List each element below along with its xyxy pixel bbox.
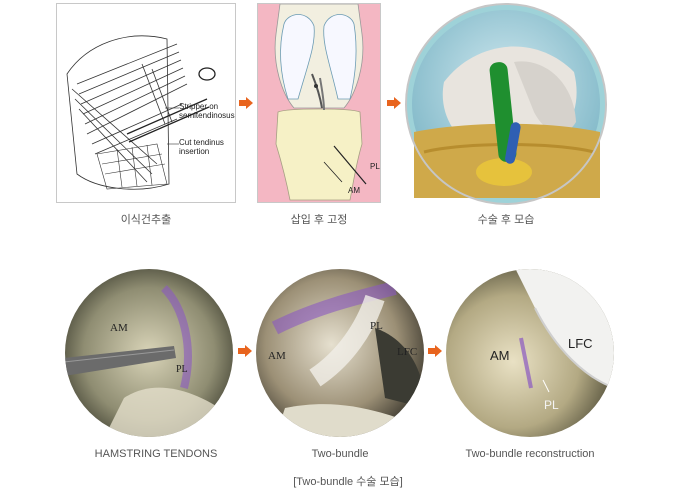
photo1-am-label: AM [110,322,128,334]
photo2-caption: Two-bundle [311,448,369,460]
photo3-caption: Two-bundle reconstruction [465,448,595,460]
pl-label: PL [370,162,380,171]
postop-rendering [405,3,607,205]
arrow-right-icon [387,97,401,109]
photo1-pl-label: PL [176,364,188,375]
figure-caption: [Two-bundle 수술 모습] [293,476,403,488]
photo2-am-label: AM [268,350,286,362]
arrow-right-icon [238,345,252,357]
panel1-caption: 이식건추출 [120,214,172,226]
photo3-am-label: AM [490,348,510,363]
hamstring-arthroscopy-photo [65,269,233,437]
reconstruction-arthroscopy-photo [446,269,614,437]
arrow-right-icon [239,97,253,109]
am-label: AM [348,186,360,195]
fixation-illustration: PL AM [257,3,381,203]
two-bundle-arthroscopy-photo [256,269,424,437]
panel3-caption: 수술 후 모습 [477,214,535,226]
arrow-right-icon [428,345,442,357]
graft-harvest-illustration: Stripper on semitendinosus Cut tendinus … [56,3,236,203]
photo3-pl-label: PL [544,398,559,412]
panel2-caption: 삽입 후 고정 [290,214,348,226]
photo2-lfc-label: LFC [397,346,418,358]
cut-tendon-annotation: Cut tendinus insertion [179,138,224,156]
photo3-lfc-label: LFC [568,336,593,351]
harvest-sketch [66,35,216,190]
photo1-caption: HAMSTRING TENDONS [94,448,218,460]
knee-diagram [274,4,367,201]
photo2-pl-label: PL [370,320,383,332]
stripper-annotation: Stripper on semitendinosus [179,102,235,120]
